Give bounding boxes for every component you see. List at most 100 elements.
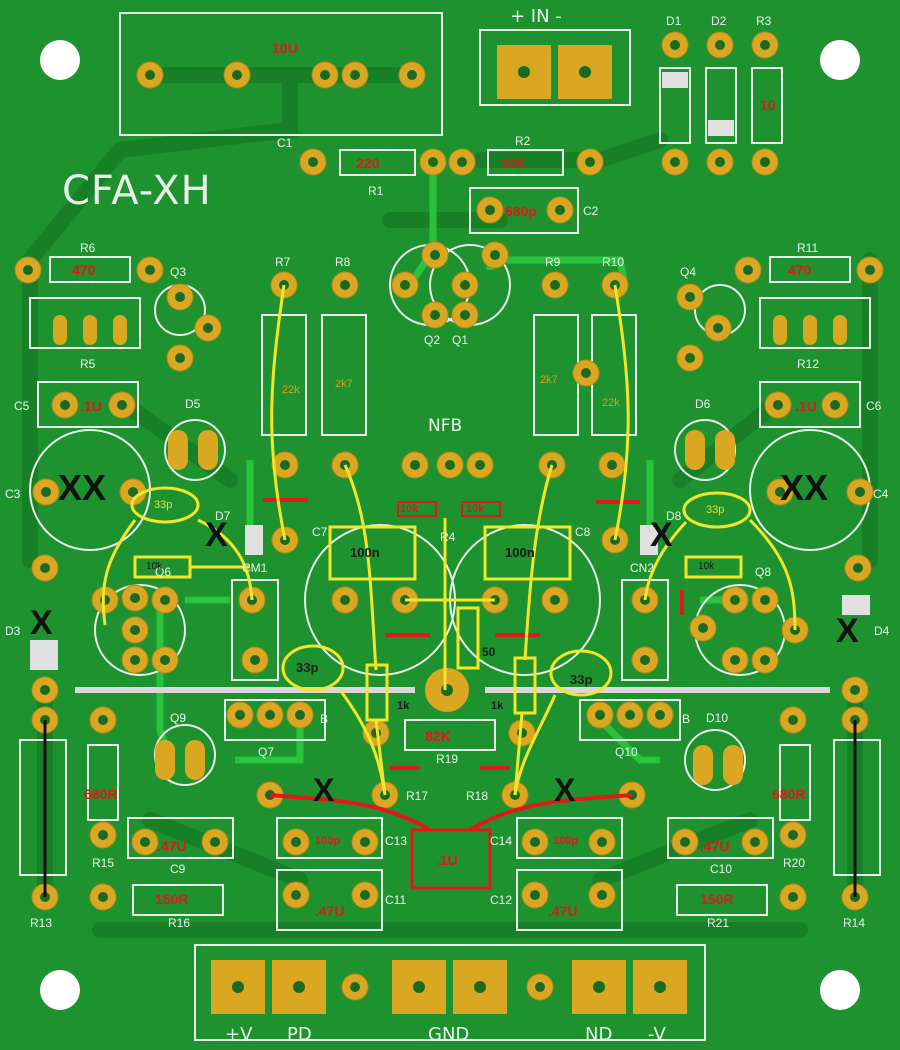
label-minus-v: -V — [648, 1024, 666, 1045]
label-pd: PD — [287, 1024, 312, 1045]
value-c9: .47U — [157, 838, 187, 854]
jumpers — [43, 720, 857, 897]
connector-pads — [211, 45, 687, 1014]
ref-r19: R19 — [436, 752, 459, 766]
ref-c6: C6 — [866, 399, 882, 413]
value-r9: 2k7 — [540, 374, 558, 386]
value-c10: .47U — [700, 838, 730, 854]
ref-r10: R10 — [602, 255, 625, 269]
ref-c3: C3 — [5, 487, 21, 501]
ref-c5: C5 — [14, 399, 30, 413]
value-c6: .1U — [795, 398, 817, 414]
value-r20: 680R — [772, 786, 806, 802]
mark-x-d8: X — [650, 516, 673, 554]
ref-r20: R20 — [783, 856, 806, 870]
value-c-mid: .1U — [436, 852, 458, 868]
board-title: CFA-XH — [62, 168, 212, 214]
value-33p-4: 33p — [570, 672, 593, 687]
ref-c13: C13 — [385, 834, 408, 848]
ref-d6: D6 — [695, 397, 711, 411]
ref-c2: C2 — [583, 204, 599, 218]
value-r21: 150R — [700, 891, 734, 907]
value-r11: 470 — [788, 262, 812, 278]
ref-r16: R16 — [168, 916, 191, 930]
value-c14: 100p — [553, 835, 579, 847]
value-r16: 150R — [155, 891, 189, 907]
value-10k-right: 10k — [698, 561, 715, 572]
ref-c7: C7 — [312, 525, 328, 539]
ref-r11: R11 — [797, 241, 819, 255]
label-gnd: GND — [428, 1024, 470, 1045]
value-r6: 470 — [72, 262, 96, 278]
value-r7: 22k — [282, 384, 300, 396]
value-r2: 10K — [500, 155, 526, 171]
ref-r2: R2 — [515, 134, 531, 148]
ref-c1: C1 — [277, 136, 293, 150]
value-c7: 100n — [350, 545, 380, 560]
ref-cm2: CN2 — [630, 561, 655, 575]
ref-r13: R13 — [30, 916, 53, 930]
ref-d8: D8 — [666, 509, 682, 523]
value-33p-2: 33p — [706, 504, 725, 516]
ref-d2: D2 — [711, 14, 727, 28]
ref-d10: D10 — [706, 711, 729, 725]
ref-q9: Q9 — [170, 711, 187, 725]
value-1k-right: 1k — [491, 700, 504, 712]
value-r4a: 10k — [400, 503, 419, 515]
mark-x-d3: X — [30, 604, 53, 642]
ref-q3: Q3 — [170, 265, 187, 279]
ref-r3: R3 — [756, 14, 772, 28]
value-33p-3: 33p — [296, 660, 319, 675]
ref-q1: Q1 — [452, 333, 469, 347]
mark-x-d4: X — [836, 612, 859, 650]
mounting-holes — [40, 40, 860, 1010]
oval-pads — [53, 315, 847, 785]
value-1k-left: 1k — [397, 700, 410, 712]
value-c11: .47U — [315, 903, 345, 919]
value-r4b: 10k — [466, 503, 485, 515]
ref-r12: R12 — [797, 357, 820, 371]
ref-r9: R9 — [545, 255, 561, 269]
ref-cm1: CM1 — [242, 561, 268, 575]
mark-xx-left: XX — [58, 467, 107, 508]
ref-c12: C12 — [490, 893, 513, 907]
value-r10: 22k — [602, 397, 620, 409]
ref-q7: Q7 — [258, 745, 275, 759]
yellow-annotations — [101, 284, 797, 796]
ref-d3: D3 — [5, 624, 21, 638]
ref-r6: R6 — [80, 241, 96, 255]
diode-bodies — [30, 72, 870, 670]
ref-r17: R17 — [406, 789, 429, 803]
ref-r4: R4 — [440, 530, 456, 544]
ref-q4: Q4 — [680, 265, 697, 279]
ref-r5: R5 — [80, 357, 96, 371]
label-nd: ND — [585, 1024, 613, 1045]
ref-q2: Q2 — [424, 333, 441, 347]
ref-r7: R7 — [275, 255, 291, 269]
ref-d7: D7 — [215, 509, 231, 523]
value-r1: 220 — [356, 155, 380, 171]
value-r19: 82K — [425, 728, 451, 744]
ref-r8: R8 — [335, 255, 351, 269]
value-r8: 2k7 — [335, 378, 353, 390]
ref-d4: D4 — [874, 624, 890, 638]
value-33p-1: 33p — [154, 499, 173, 511]
mark-xx-right: XX — [780, 467, 829, 508]
ref-r1: R1 — [368, 184, 384, 198]
mark-x-r17: X — [313, 772, 335, 808]
value-c1: 10U — [272, 40, 298, 56]
ref-c4: C4 — [873, 487, 889, 501]
mark-x-d7: X — [205, 516, 228, 554]
value-r3: 10 — [760, 97, 776, 113]
value-r15: 680R — [84, 786, 118, 802]
ref-b1: B — [320, 712, 329, 726]
ref-r15: R15 — [92, 856, 115, 870]
value-c13: 100p — [315, 835, 341, 847]
ref-r21: R21 — [707, 916, 730, 930]
ref-c10: C10 — [710, 862, 733, 876]
ref-d1: D1 — [666, 14, 682, 28]
ref-q8: Q8 — [755, 565, 772, 579]
label-plus-v: +V — [225, 1024, 253, 1045]
